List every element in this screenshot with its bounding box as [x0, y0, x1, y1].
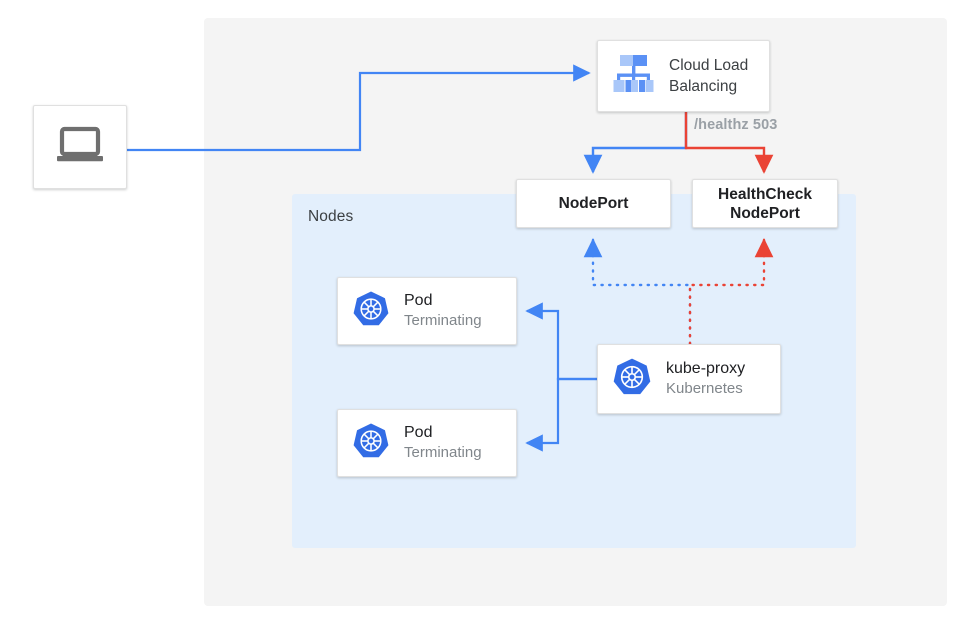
pod-box-2[interactable]: Pod Terminating — [337, 409, 517, 477]
kube-proxy-text: kube-proxy Kubernetes — [666, 359, 745, 399]
clb-title-line2: Balancing — [669, 78, 738, 95]
pod-1-status: Terminating — [404, 312, 482, 329]
cloud-load-balancing[interactable]: Cloud Load Balancing — [597, 40, 770, 112]
pod-1-title: Pod — [404, 292, 433, 309]
healthcheck-nodeport-box[interactable]: HealthCheck NodePort — [692, 179, 838, 228]
nodes-region-label: Nodes — [308, 208, 354, 225]
pod-1-text: Pod Terminating — [404, 291, 482, 331]
laptop-icon — [56, 126, 104, 169]
hc-title-line2: NodePort — [730, 204, 800, 222]
kube-proxy-title: kube-proxy — [666, 360, 746, 377]
kubernetes-icon — [352, 422, 390, 465]
clb-title-line1: Cloud Load — [669, 57, 749, 74]
kubernetes-icon — [612, 357, 652, 402]
nodeport-box[interactable]: NodePort — [516, 179, 671, 228]
nodeport-title: NodePort — [558, 195, 629, 212]
kube-proxy-subtitle: Kubernetes — [666, 380, 743, 397]
nodeport-label: NodePort — [517, 194, 670, 213]
kube-proxy-box[interactable]: kube-proxy Kubernetes — [597, 344, 781, 414]
pod-2-text: Pod Terminating — [404, 423, 482, 463]
hc-title-line1: HealthCheck — [718, 185, 812, 203]
pod-box-1[interactable]: Pod Terminating — [337, 277, 517, 345]
pod-2-status: Terminating — [404, 444, 482, 461]
healthcheck-nodeport-label: HealthCheck NodePort — [693, 185, 837, 223]
load-balancer-icon — [611, 53, 657, 100]
cloud-load-balancing-label: Cloud Load Balancing — [669, 55, 748, 97]
pod-2-title: Pod — [404, 424, 433, 441]
healthz-edge-label: /healthz 503 — [694, 117, 778, 133]
kubernetes-icon — [352, 290, 390, 333]
client-laptop[interactable] — [33, 105, 127, 189]
